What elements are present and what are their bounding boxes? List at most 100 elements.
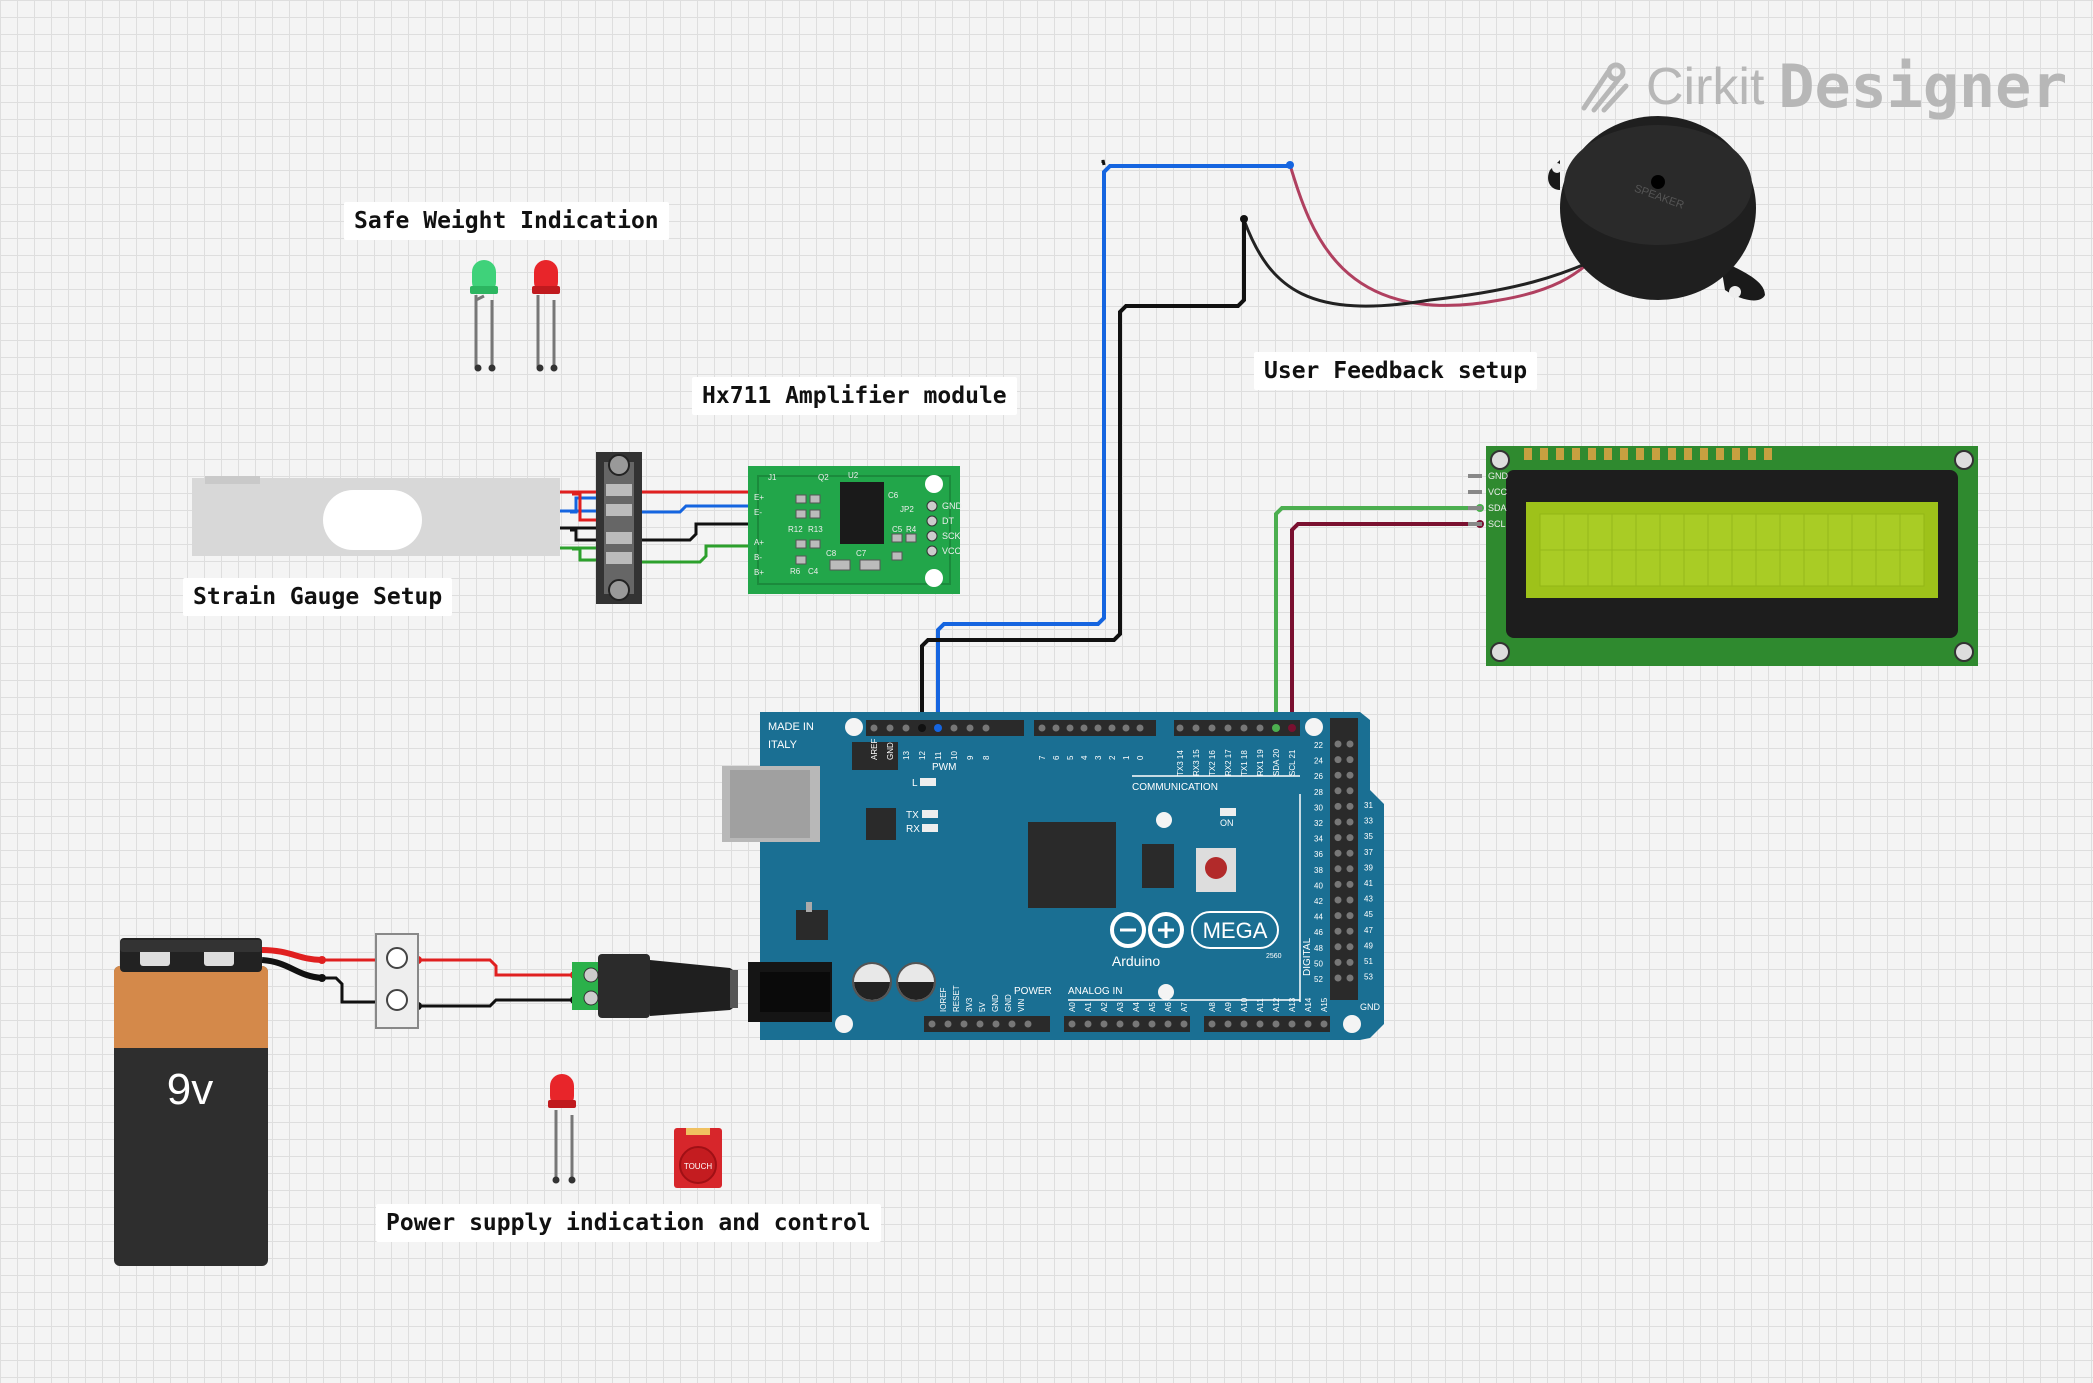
header-pin[interactable] [1208,1020,1216,1028]
pin-label-digital-left: 36 [1314,850,1323,859]
pin-label-analog2: A9 [1224,1002,1233,1012]
header-pin[interactable] [1038,724,1046,732]
header-pin[interactable] [1192,724,1200,732]
header-pin[interactable] [1346,958,1354,966]
terminal-block[interactable] [596,452,642,604]
touch-sensor[interactable]: TOUCH [674,1128,722,1188]
header-pin[interactable] [1224,1020,1232,1028]
header-pin[interactable] [992,1020,1000,1028]
header-pin[interactable] [1116,1020,1124,1028]
header-pin[interactable] [1346,865,1354,873]
header-pin[interactable] [1080,724,1088,732]
header-pin[interactable] [950,724,958,732]
header-pin[interactable] [1334,802,1342,810]
header-pin[interactable] [1334,818,1342,826]
header-pin[interactable] [1346,802,1354,810]
hx711-pin-vcc: VCC [942,546,962,556]
piezo-buzzer[interactable]: SPEAKER [1548,116,1765,301]
header-pin[interactable] [1100,1020,1108,1028]
red-led[interactable] [532,260,560,372]
header-pin[interactable] [1136,724,1144,732]
header-pin[interactable] [976,1020,984,1028]
header-pin[interactable] [1208,724,1216,732]
header-pin[interactable] [1272,1020,1280,1028]
header-pin[interactable] [1024,1020,1032,1028]
header-pin[interactable] [1304,1020,1312,1028]
pin-label-power: 5V [978,1002,987,1012]
header-pin[interactable] [1346,974,1354,982]
header-pin[interactable] [1346,912,1354,920]
header-pin[interactable] [1148,1020,1156,1028]
header-pin[interactable] [928,1020,936,1028]
header-pin[interactable] [1108,724,1116,732]
battery-9v[interactable]: 9v [114,938,268,1266]
header-pin[interactable] [1334,974,1342,982]
header-pin[interactable] [1008,1020,1016,1028]
arduino-mega-board[interactable]: MEGA Arduino 2560 MADE IN ITALY PWM COMM… [722,712,1384,1040]
lcd-display[interactable]: GND VCC SDA SCL [1468,446,1978,666]
header-pin[interactable] [1256,724,1264,732]
dc-jack-adapter[interactable] [572,954,738,1018]
header-pin[interactable] [1176,724,1184,732]
header-pin[interactable] [1346,880,1354,888]
header-pin[interactable] [1084,1020,1092,1028]
header-pin[interactable] [1346,896,1354,904]
header-pin[interactable] [1346,756,1354,764]
header-pin[interactable] [1052,724,1060,732]
power-led[interactable] [548,1074,576,1184]
header-pin[interactable] [1334,849,1342,857]
header-pin[interactable] [1334,834,1342,842]
header-pin[interactable] [1334,771,1342,779]
wire-blue-pin13[interactable] [936,164,1290,728]
wire-black-gnd[interactable] [920,220,1246,728]
header-pin[interactable] [1094,724,1102,732]
pin-label-digital-left: 46 [1314,928,1323,937]
header-pin[interactable] [1346,818,1354,826]
header-pin[interactable] [1346,943,1354,951]
header-pin[interactable] [1346,927,1354,935]
header-pin[interactable] [944,1020,952,1028]
header-pin[interactable] [960,1020,968,1028]
header-pin[interactable] [1334,958,1342,966]
header-pin[interactable] [1334,787,1342,795]
header-pin[interactable] [966,724,974,732]
header-pin[interactable] [1240,1020,1248,1028]
header-pin[interactable] [1334,756,1342,764]
wire-green-sda[interactable] [1274,506,1480,728]
wire-maroon-scl[interactable] [1290,522,1480,728]
header-pin[interactable] [902,724,910,732]
header-pin[interactable] [1164,1020,1172,1028]
header-pin[interactable] [1334,880,1342,888]
power-terminal[interactable] [375,933,419,1029]
header-pin[interactable] [1346,771,1354,779]
header-pin[interactable] [1066,724,1074,732]
header-pin[interactable] [1320,1020,1328,1028]
header-pin[interactable] [1180,1020,1188,1028]
header-pin[interactable] [1334,912,1342,920]
header-pin[interactable] [1334,740,1342,748]
header-pin[interactable] [1346,787,1354,795]
header-pin[interactable] [1334,927,1342,935]
header-pin[interactable] [1122,724,1130,732]
header-pin[interactable] [1240,724,1248,732]
header-pin[interactable] [982,724,990,732]
header-pin[interactable] [1256,1020,1264,1028]
header-pin[interactable] [1334,943,1342,951]
header-pin[interactable] [1224,724,1232,732]
header-pin[interactable] [1346,834,1354,842]
cirkit-logo-icon [1581,62,1629,113]
header-pin[interactable] [1334,865,1342,873]
header-pin[interactable] [1334,896,1342,904]
hx711-module[interactable]: GND DT SCK VCC E+ E- A+ B- B+ J1 Q2 U2 C… [748,466,963,594]
header-pin[interactable] [886,724,894,732]
header-pin[interactable] [1346,849,1354,857]
header-pin[interactable] [1068,1020,1076,1028]
header-pin[interactable] [870,724,878,732]
header-pin[interactable] [1288,1020,1296,1028]
load-cell[interactable] [192,476,560,556]
green-led[interactable] [470,260,498,372]
header-pin[interactable] [1346,740,1354,748]
header-pin[interactable] [1132,1020,1140,1028]
